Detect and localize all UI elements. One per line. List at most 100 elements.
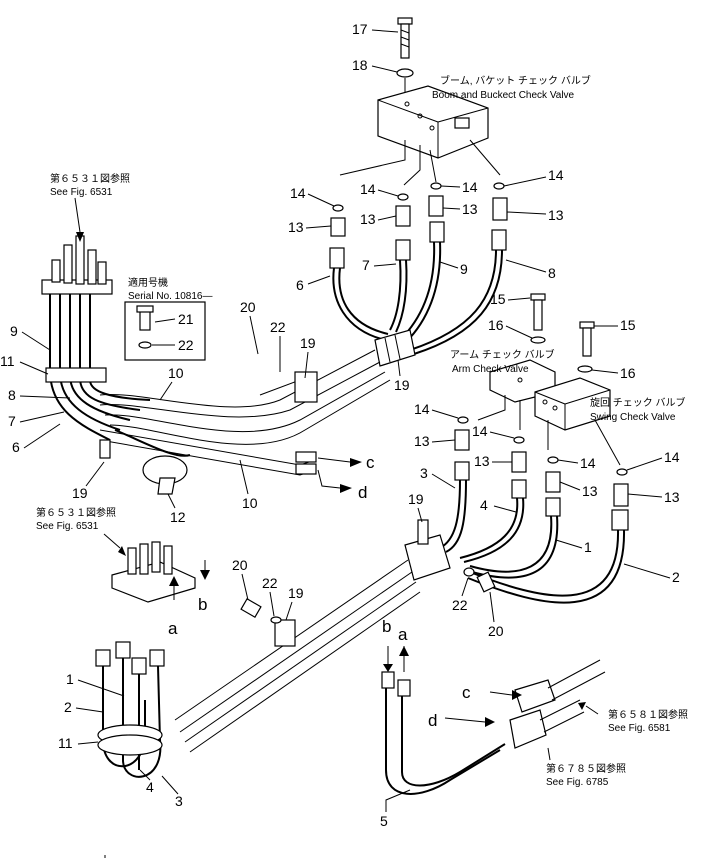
swing-valve-label-jp: 旋回 チェック バルブ [590, 396, 686, 409]
arm-valve-label-jp: アーム チェック バルブ [450, 348, 555, 361]
callout-17: 17 [352, 21, 368, 37]
callout-8-a: 8 [548, 265, 556, 281]
ref-6785-jp: 第６７８５図参照 [546, 762, 626, 775]
callout-6-a: 6 [296, 277, 304, 293]
boom-valve-label-jp: ブーム, バケット チェック バルブ [440, 74, 591, 87]
callout-7-b: 7 [8, 413, 16, 429]
callout-10-b: 10 [242, 495, 258, 511]
ref-6581-en: See Fig. 6581 [608, 723, 671, 734]
callout-19-c: 19 [72, 485, 88, 501]
port-letters: c d a b b a c d [168, 453, 471, 730]
pipe-run-top [99, 349, 391, 493]
callout-22-d: 22 [262, 575, 278, 591]
callout-2-a: 2 [672, 569, 680, 585]
callout-15-b: 15 [620, 317, 636, 333]
callout-1-b: 1 [66, 671, 74, 687]
callout-15-a: 15 [490, 291, 506, 307]
callout-16-a: 16 [488, 317, 504, 333]
boom-bucket-check-valve [339, 17, 501, 186]
callout-13-f: 13 [474, 453, 490, 469]
boom-valve-label-en: Boom and Buckect Check Valve [432, 90, 575, 101]
serial-insert-box [124, 301, 206, 361]
callout-22-a: 22 [178, 337, 194, 353]
callout-20-b: 20 [488, 623, 504, 639]
port-d-right: d [428, 711, 437, 730]
callout-14-a: 14 [290, 185, 306, 201]
callout-13-h: 13 [664, 489, 680, 505]
callout-14-d: 14 [548, 167, 564, 183]
callout-numbers: 17 18 14 14 14 14 13 13 13 13 7 9 6 8 15… [0, 21, 680, 829]
callout-8-b: 8 [8, 387, 16, 403]
callout-2-b: 2 [64, 699, 72, 715]
port-a-right: a [398, 625, 408, 644]
callout-13-a: 13 [288, 219, 304, 235]
callout-14-g: 14 [580, 455, 596, 471]
port-c-right: c [462, 683, 471, 702]
elbow-fittings-top [330, 195, 508, 237]
callout-22-b: 22 [270, 319, 286, 335]
hoses-6-7-8-9 [329, 221, 507, 355]
callout-6-b: 6 [12, 439, 20, 455]
callout-20-a: 20 [240, 299, 256, 315]
callout-5: 5 [380, 813, 388, 829]
serial-label-jp: 適用号機 [128, 276, 168, 289]
callout-16-b: 16 [620, 365, 636, 381]
callout-9-a: 9 [460, 261, 468, 277]
callout-3-b: 3 [175, 793, 183, 809]
callout-19-d: 19 [408, 491, 424, 507]
callout-4-b: 4 [146, 779, 154, 795]
port-c-top: c [366, 453, 375, 472]
arm-valve-label-en: Arm Check Valve [452, 364, 529, 375]
callout-13-d: 13 [548, 207, 564, 223]
callout-19-b: 19 [394, 377, 410, 393]
serial-label-en: Serial No. 10816— [128, 291, 213, 302]
callout-1-a: 1 [584, 539, 592, 555]
callout-11-b: 11 [58, 735, 73, 751]
callout-22-c: 22 [452, 597, 468, 613]
callout-14-b: 14 [360, 181, 376, 197]
callout-14-f: 14 [472, 423, 488, 439]
callout-13-c: 13 [462, 201, 478, 217]
callout-7-a: 7 [362, 257, 370, 273]
callout-18: 18 [352, 57, 368, 73]
hose-bundle-left-lower [95, 541, 210, 778]
arm-swing-check-valves [477, 293, 621, 466]
callout-21: 21 [178, 311, 194, 327]
hose-bundle-left-upper [41, 235, 191, 495]
port-a-left: a [168, 619, 178, 638]
fittings-lower [454, 416, 629, 531]
hose-clamp-top [374, 329, 416, 367]
port-d-top: d [358, 483, 367, 502]
callout-13-g: 13 [582, 483, 598, 499]
callout-19-a: 19 [300, 335, 316, 351]
callout-19-e: 19 [288, 585, 304, 601]
callout-13-b: 13 [360, 211, 376, 227]
ref-6785-en: See Fig. 6785 [546, 777, 609, 788]
o-rings-top [332, 182, 505, 212]
ref-6581-jp: 第６５８１図参照 [608, 708, 688, 721]
callout-14-c: 14 [462, 179, 478, 195]
port-b-left: b [198, 595, 207, 614]
callout-14-h: 14 [664, 449, 680, 465]
callout-9-b: 9 [10, 323, 18, 339]
callout-3-a: 3 [420, 465, 428, 481]
callout-10-a: 10 [168, 365, 184, 381]
callout-13-e: 13 [414, 433, 430, 449]
callout-14-e: 14 [414, 401, 430, 417]
text-labels: ブーム, バケット チェック バルブ Boom and Buckect Chec… [36, 74, 688, 788]
callout-4-a: 4 [480, 497, 488, 513]
swing-valve-label-en: Swing Check Valve [590, 412, 676, 423]
callout-20-c: 20 [232, 557, 248, 573]
ref-6531-mid-en: See Fig. 6531 [36, 521, 99, 532]
ref-6531-mid-jp: 第６５３１図参照 [36, 506, 116, 519]
ref-6531-top-en: See Fig. 6531 [50, 187, 113, 198]
hoses-1-2-3-4 [439, 479, 626, 604]
ref-6531-top-jp: 第６５３１図参照 [50, 172, 130, 185]
callout-12: 12 [170, 509, 186, 525]
callout-11-a: 11 [0, 353, 15, 369]
connection-detail-lower-right [381, 646, 606, 795]
pipe-run-lower [174, 519, 496, 753]
port-b-right: b [382, 617, 391, 636]
